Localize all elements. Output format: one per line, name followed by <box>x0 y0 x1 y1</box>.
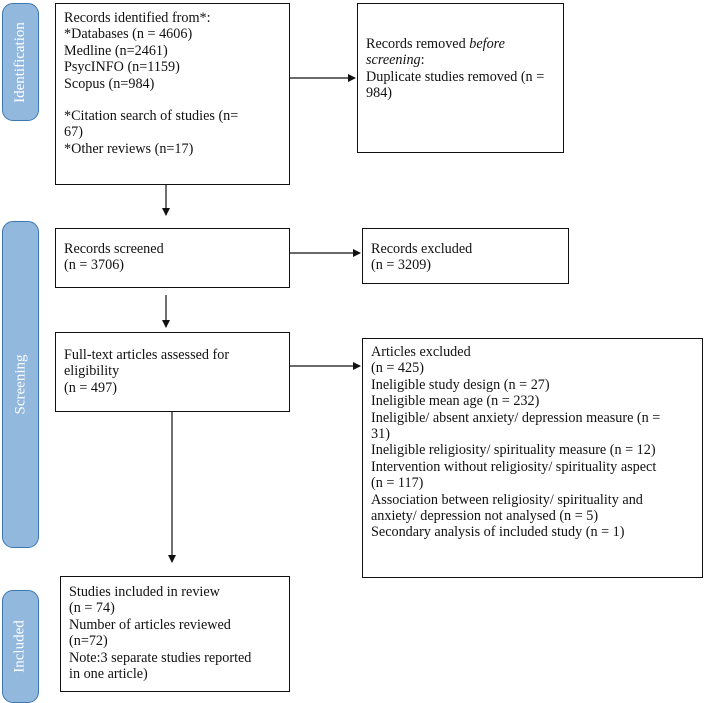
included-line: Number of articles reviewed <box>69 616 231 633</box>
articles-excluded-line: Intervention without religiosity/ spirit… <box>371 458 657 475</box>
articles-excluded-line: Articles excluded <box>371 344 471 360</box>
included-line: (n=72) <box>69 633 108 650</box>
records-removed-box: Records removed before screening: Duplic… <box>357 3 564 153</box>
fulltext-assessed-box: Full-text articles assessed for eligibil… <box>55 332 290 412</box>
identified-line: *Citation search of studies (n= <box>64 108 239 125</box>
fulltext-line: Full-text articles assessed for <box>64 347 230 363</box>
removed-text: Records removed <box>366 36 470 52</box>
studies-included-box: Studies included in review (n = 74) Numb… <box>60 576 290 692</box>
identified-line: Records identified from*: <box>64 10 211 26</box>
included-line: (n = 74) <box>69 600 115 617</box>
fulltext-line: eligibility <box>64 363 120 380</box>
identified-line: 67) <box>64 124 83 141</box>
removed-text-italic: before <box>469 36 505 52</box>
screened-line: (n = 3706) <box>64 257 125 274</box>
phase-label-identification: Identification <box>2 3 39 121</box>
identified-line: *Databases (n = 4606) <box>64 26 193 43</box>
removed-line-2: screening: <box>366 52 555 68</box>
phase-label-screening: Screening <box>2 221 39 548</box>
articles-excluded-line: anxiety/ depression not analysed (n = 5) <box>371 508 599 525</box>
fulltext-line: (n = 497) <box>64 379 117 396</box>
records-excluded-box: Records excluded (n = 3209) <box>362 228 569 284</box>
articles-excluded-line: Ineligible mean age (n = 232) <box>371 393 540 410</box>
removed-text-italic: screening <box>366 52 421 69</box>
records-identified-box: Records identified from*: *Databases (n … <box>55 3 290 185</box>
identified-line: Scopus (n=984) <box>64 75 155 92</box>
articles-excluded-box: Articles excluded (n = 425) Ineligible s… <box>362 338 703 578</box>
removed-line-1: Records removed before <box>366 36 555 52</box>
identified-line: *Other reviews (n=17) <box>64 140 194 157</box>
removed-line-4: 984) <box>366 85 393 102</box>
excluded-line: (n = 3209) <box>371 257 432 274</box>
articles-excluded-line: (n = 117) <box>371 475 424 492</box>
screened-line: Records screened <box>64 241 164 257</box>
articles-excluded-line: Ineligible/ absent anxiety/ depression m… <box>371 409 661 426</box>
removed-line-3: Duplicate studies removed (n = <box>366 68 545 85</box>
articles-excluded-line: Secondary analysis of included study (n … <box>371 524 625 541</box>
removed-text: : <box>420 52 425 69</box>
articles-excluded-line: Association between religiosity/ spiritu… <box>371 491 643 508</box>
included-line: in one article) <box>69 666 148 683</box>
articles-excluded-line: (n = 425) <box>371 360 424 377</box>
articles-excluded-line: 31) <box>371 426 390 443</box>
excluded-line: Records excluded <box>371 241 473 257</box>
identified-line: PsycINFO (n=1159) <box>64 59 180 76</box>
articles-excluded-line: Ineligible study design (n = 27) <box>371 376 550 393</box>
included-line: Note:3 separate studies reported <box>69 649 252 666</box>
records-screened-box: Records screened (n = 3706) <box>55 228 290 288</box>
articles-excluded-line: Ineligible religiosity/ spirituality mea… <box>371 442 656 459</box>
included-line: Studies included in review <box>69 584 220 600</box>
identified-line: Medline (n=2461) <box>64 42 168 59</box>
